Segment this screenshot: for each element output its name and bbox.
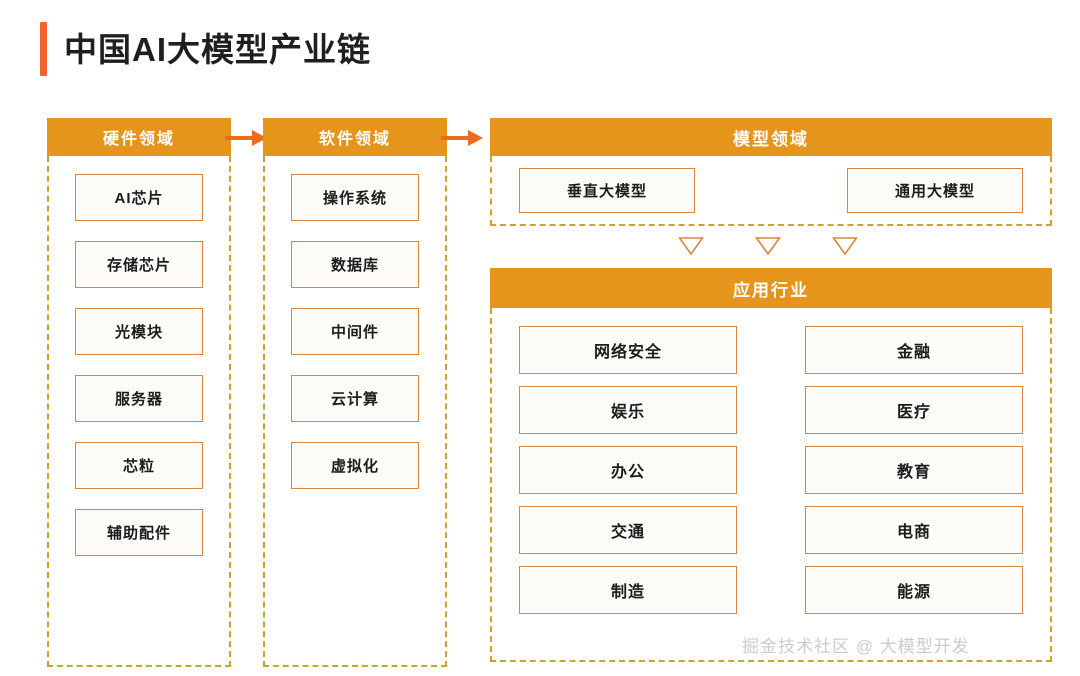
application-item[interactable]: 能源 <box>805 566 1023 614</box>
triangle-down-icon <box>678 237 704 256</box>
arrow-right-icon-svg <box>441 130 483 146</box>
arrow-right-icon-svg <box>225 130 267 146</box>
software-item[interactable]: 操作系统 <box>291 174 419 221</box>
section-applications-header: 应用行业 <box>490 268 1052 308</box>
section-applications-body: 网络安全 娱乐 办公 交通 制造 金融 医疗 教育 电商 能源 <box>490 308 1052 662</box>
application-item[interactable]: 办公 <box>519 446 737 494</box>
software-item[interactable]: 云计算 <box>291 375 419 422</box>
hardware-item[interactable]: 辅助配件 <box>75 509 203 556</box>
section-model-domain: 模型领域 垂直大模型 通用大模型 <box>490 118 1052 226</box>
section-hardware-header: 硬件领域 <box>47 118 231 156</box>
page-title: 中国AI大模型产业链 <box>40 20 371 78</box>
model-item[interactable]: 垂直大模型 <box>519 167 695 213</box>
hardware-item[interactable]: 芯粒 <box>75 442 203 489</box>
watermark: 掘金技术社区 @ 大模型开发 <box>742 637 970 656</box>
hardware-item[interactable]: AI芯片 <box>75 174 203 221</box>
section-applications: 应用行业 网络安全 娱乐 办公 交通 制造 金融 医疗 教育 电商 能源 <box>490 268 1052 662</box>
section-hardware: 硬件领域 AI芯片 存储芯片 光模块 服务器 芯粒 辅助配件 <box>47 118 231 667</box>
application-item[interactable]: 教育 <box>805 446 1023 494</box>
section-hardware-body: AI芯片 存储芯片 光模块 服务器 芯粒 辅助配件 <box>47 156 231 667</box>
applications-left-column: 网络安全 娱乐 办公 交通 制造 <box>519 326 737 646</box>
down-marker-row <box>678 236 858 256</box>
application-item[interactable]: 娱乐 <box>519 386 737 434</box>
hardware-item[interactable]: 存储芯片 <box>75 241 203 288</box>
application-item[interactable]: 电商 <box>805 506 1023 554</box>
application-item[interactable]: 制造 <box>519 566 737 614</box>
title-accent-bar <box>40 22 47 76</box>
triangle-down-icon <box>832 237 858 256</box>
application-item[interactable]: 医疗 <box>805 386 1023 434</box>
section-software: 软件领域 操作系统 数据库 中间件 云计算 虚拟化 <box>263 118 447 667</box>
triangle-down-icon <box>755 237 781 256</box>
application-item[interactable]: 金融 <box>805 326 1023 374</box>
arrow-right-icon <box>225 128 267 148</box>
software-item[interactable]: 中间件 <box>291 308 419 355</box>
hardware-item-list: AI芯片 存储芯片 光模块 服务器 芯粒 辅助配件 <box>49 174 229 556</box>
software-item[interactable]: 数据库 <box>291 241 419 288</box>
application-item[interactable]: 交通 <box>519 506 737 554</box>
application-item[interactable]: 网络安全 <box>519 326 737 374</box>
hardware-item[interactable]: 服务器 <box>75 375 203 422</box>
section-software-header: 软件领域 <box>263 118 447 156</box>
model-item[interactable]: 通用大模型 <box>847 167 1023 213</box>
page-title-text: 中国AI大模型产业链 <box>64 30 371 68</box>
hardware-item[interactable]: 光模块 <box>75 308 203 355</box>
applications-right-column: 金融 医疗 教育 电商 能源 <box>805 326 1023 646</box>
section-software-body: 操作系统 数据库 中间件 云计算 虚拟化 <box>263 156 447 667</box>
section-model-domain-body: 垂直大模型 通用大模型 <box>490 156 1052 226</box>
section-model-domain-header: 模型领域 <box>490 118 1052 156</box>
software-item[interactable]: 虚拟化 <box>291 442 419 489</box>
software-item-list: 操作系统 数据库 中间件 云计算 虚拟化 <box>265 174 445 489</box>
arrow-right-icon <box>441 128 483 148</box>
